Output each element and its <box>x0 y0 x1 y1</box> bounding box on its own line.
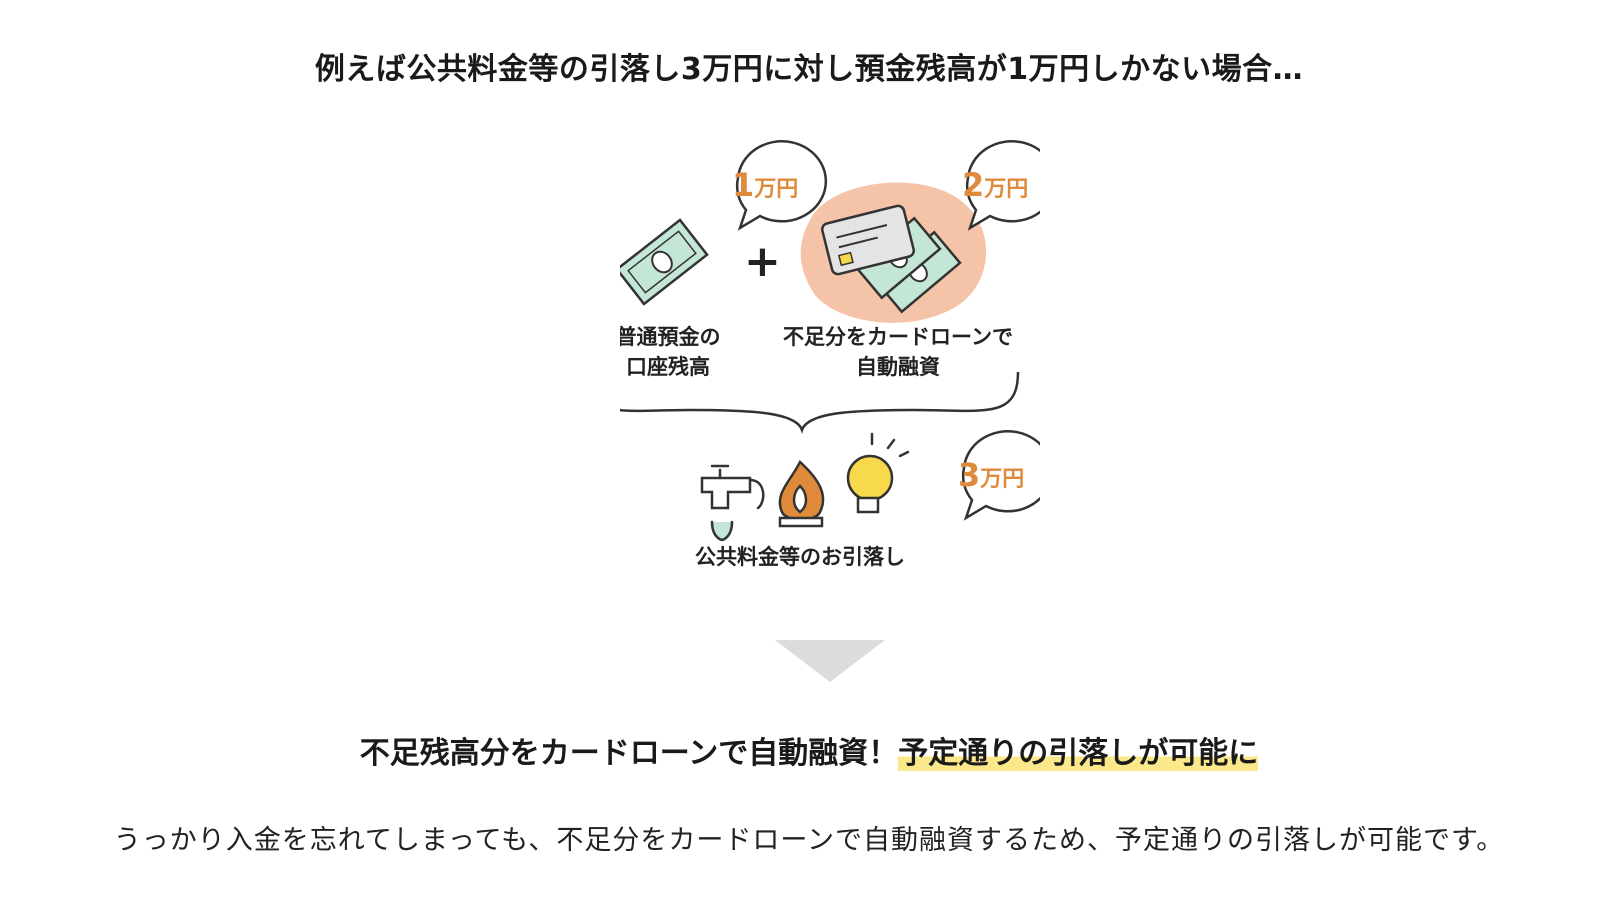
gas-flame-icon <box>778 459 825 528</box>
body-text: うっかり入金を忘れてしまっても、不足分をカードローンで自動融資するため、予定通り… <box>113 825 1505 856</box>
plus-sign: + <box>744 236 781 287</box>
loan-number: 2 <box>962 166 984 204</box>
bills-number: 3 <box>958 456 980 494</box>
result-lead: 不足残高分をカードローンで自動融資！ <box>359 736 899 771</box>
loan-unit: 万円 <box>983 177 1028 202</box>
banknote-icon <box>620 218 709 306</box>
balance-label-line1: 普通預金の <box>620 325 721 349</box>
balance-unit: 万円 <box>753 177 798 202</box>
svg-text:2万円: 2万円 <box>962 166 1028 204</box>
curly-brace <box>620 371 1020 434</box>
loan-diagram: 1万円 + 2万円 普通預金の 口座残高 <box>620 140 1040 569</box>
loan-label-line1: 不足分をカードローンで <box>783 325 1013 349</box>
down-arrow-icon <box>775 640 885 682</box>
svg-text:1万円: 1万円 <box>732 166 798 204</box>
loan-label-line2: 自動融資 <box>856 355 940 379</box>
result-highlight: 予定通りの引落しが可能に <box>898 736 1259 771</box>
result-heading: 不足残高分をカードローンで自動融資！予定通りの引落しが可能に <box>0 728 1618 772</box>
balance-number: 1 <box>732 166 754 204</box>
bills-amount-bubble: 3万円 <box>958 430 1040 521</box>
loan-amount-bubble: 2万円 <box>962 140 1040 231</box>
balance-label-line2: 口座残高 <box>626 355 710 379</box>
bills-unit: 万円 <box>979 467 1024 492</box>
lightbulb-icon <box>846 432 910 514</box>
page-heading: 例えば公共料金等の引落し3万円に対し預金残高が1万円しかない場合… <box>314 52 1304 87</box>
water-faucet-icon <box>700 464 765 542</box>
bills-label: 公共料金等のお引落し <box>695 545 905 569</box>
balance-amount-bubble: 1万円 <box>732 140 828 231</box>
card-and-banknotes-icon <box>820 204 962 314</box>
svg-text:3万円: 3万円 <box>958 456 1024 494</box>
